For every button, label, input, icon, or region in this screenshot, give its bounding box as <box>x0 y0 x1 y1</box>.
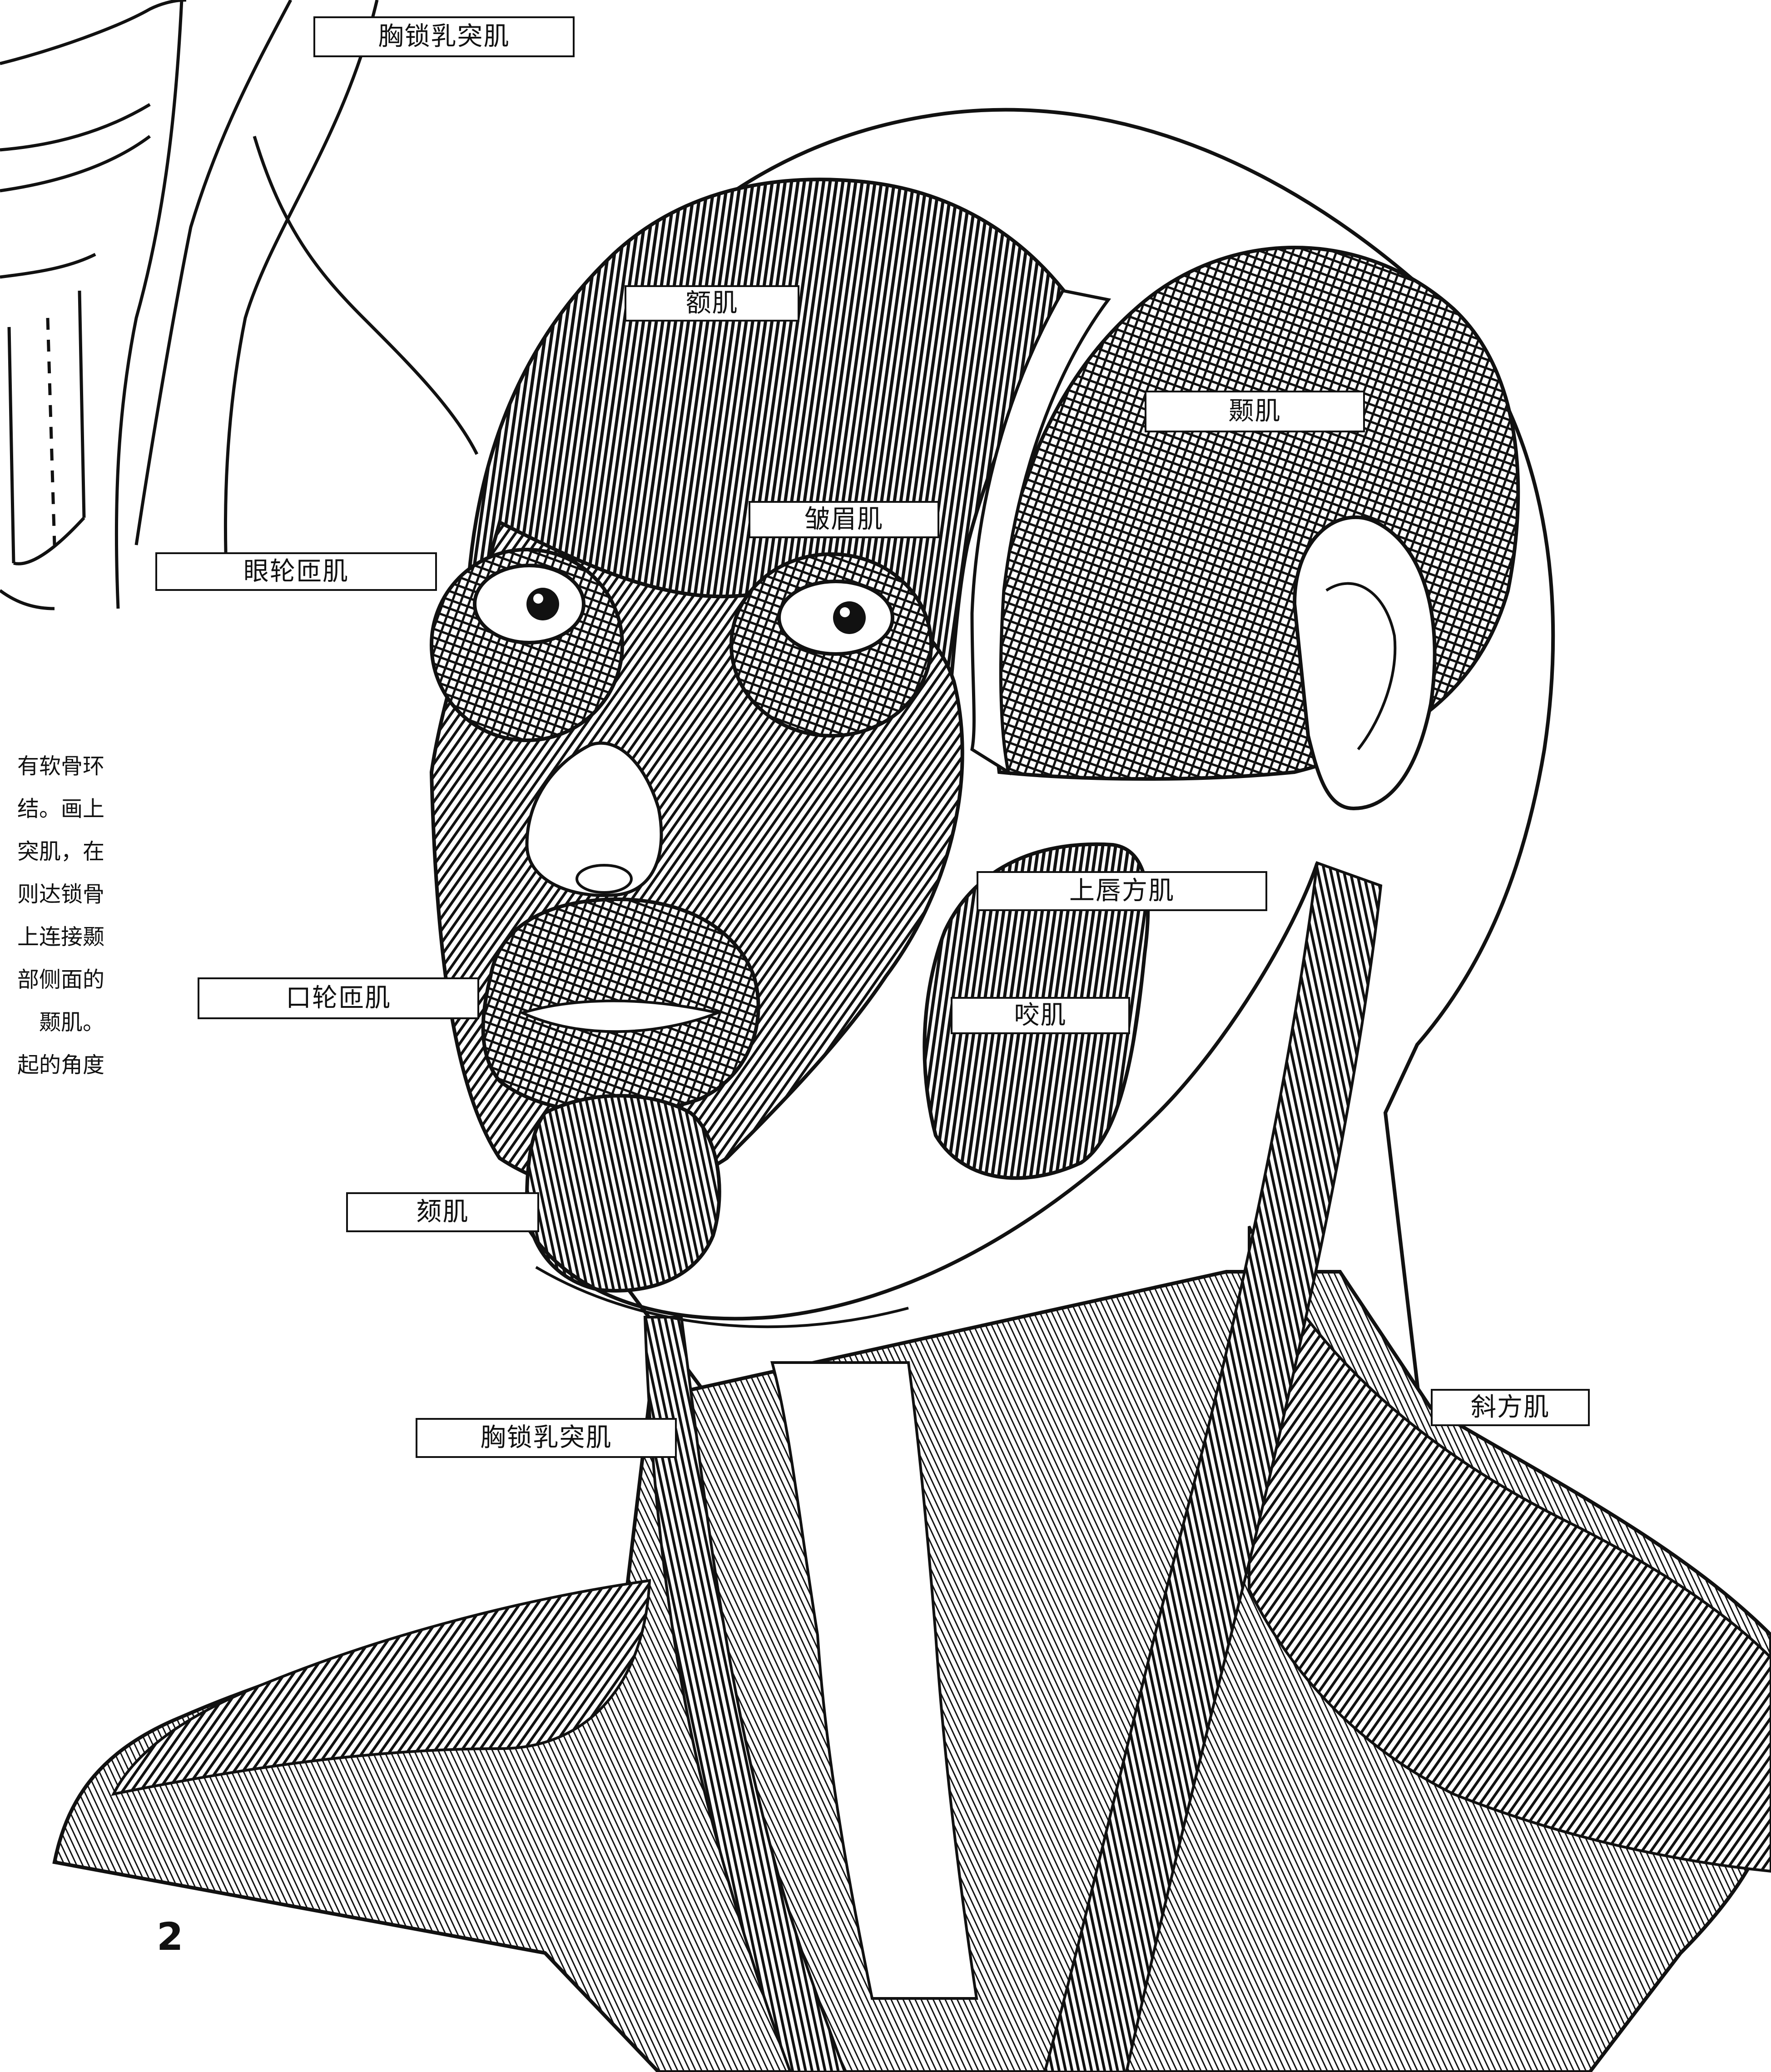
body-text-line: 部侧面的 <box>0 958 104 1001</box>
label-masseter: 咬肌 <box>951 997 1130 1034</box>
label-temporalis: 颞肌 <box>1145 391 1365 432</box>
body-text-line: 起的角度 <box>0 1044 104 1086</box>
label-scm-top: 胸锁乳突肌 <box>313 16 575 57</box>
body-text-line: 有软骨环 <box>0 745 104 788</box>
label-scm-bottom: 胸锁乳突肌 <box>416 1418 677 1458</box>
body-text-line: 则达锁骨 <box>0 873 104 916</box>
label-corrugator: 皱眉肌 <box>749 501 939 538</box>
label-mentalis: 颏肌 <box>346 1192 539 1232</box>
body-text-line: 颞肌。 <box>0 1001 104 1044</box>
inset-throat-sketch <box>0 0 477 609</box>
label-levator-labii: 上唇方肌 <box>977 871 1267 911</box>
page-number: 2 <box>157 1914 183 1959</box>
label-orbicularis-oris: 口轮匝肌 <box>198 977 479 1019</box>
label-orbicularis-oculi: 眼轮匝肌 <box>155 552 437 591</box>
body-text-line: 上连接颞 <box>0 916 104 958</box>
body-text-line: 结。画上 <box>0 788 104 830</box>
label-frontalis: 额肌 <box>625 285 799 322</box>
body-text: 有软骨环 结。画上 突肌，在 则达锁骨 上连接颞 部侧面的 颞肌。 起的角度 <box>0 745 104 1086</box>
body-text-line: 突肌，在 <box>0 830 104 873</box>
label-trapezius: 斜方肌 <box>1431 1389 1590 1426</box>
